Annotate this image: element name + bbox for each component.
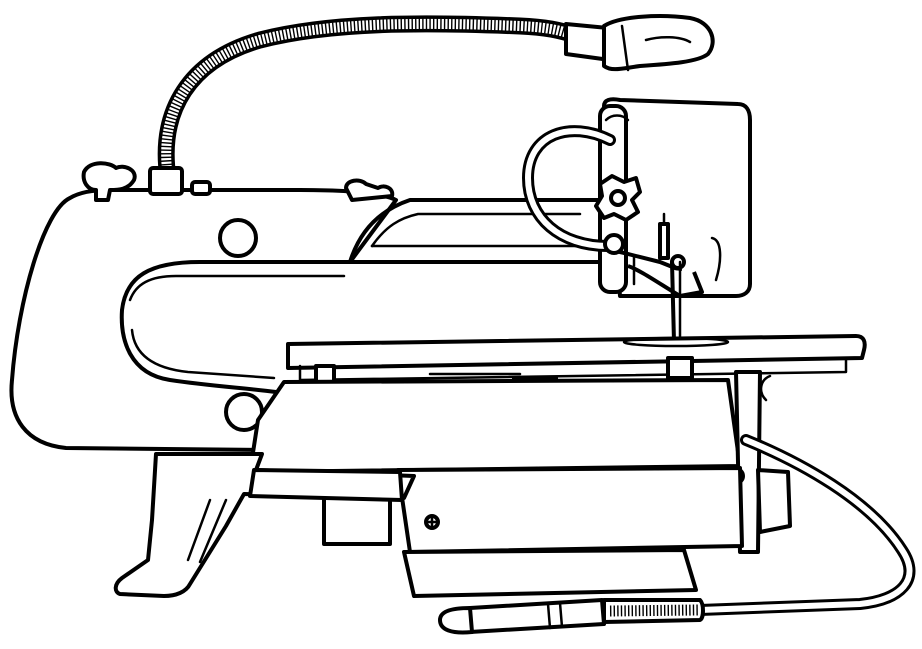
flex-shaft-cord bbox=[694, 434, 916, 616]
saw-body bbox=[9, 188, 602, 452]
saw-base bbox=[113, 452, 416, 598]
saw-blade bbox=[670, 260, 682, 344]
tension-knob-icon bbox=[81, 161, 137, 202]
hose-fitting bbox=[148, 166, 184, 196]
motor-housing bbox=[248, 370, 792, 598]
rotary-handpiece bbox=[438, 598, 705, 635]
blower-hose bbox=[157, 15, 587, 187]
arm-head bbox=[521, 97, 752, 298]
hose-nozzle bbox=[564, 14, 715, 72]
frame-bosses bbox=[218, 218, 264, 432]
top-fittings bbox=[81, 161, 395, 202]
